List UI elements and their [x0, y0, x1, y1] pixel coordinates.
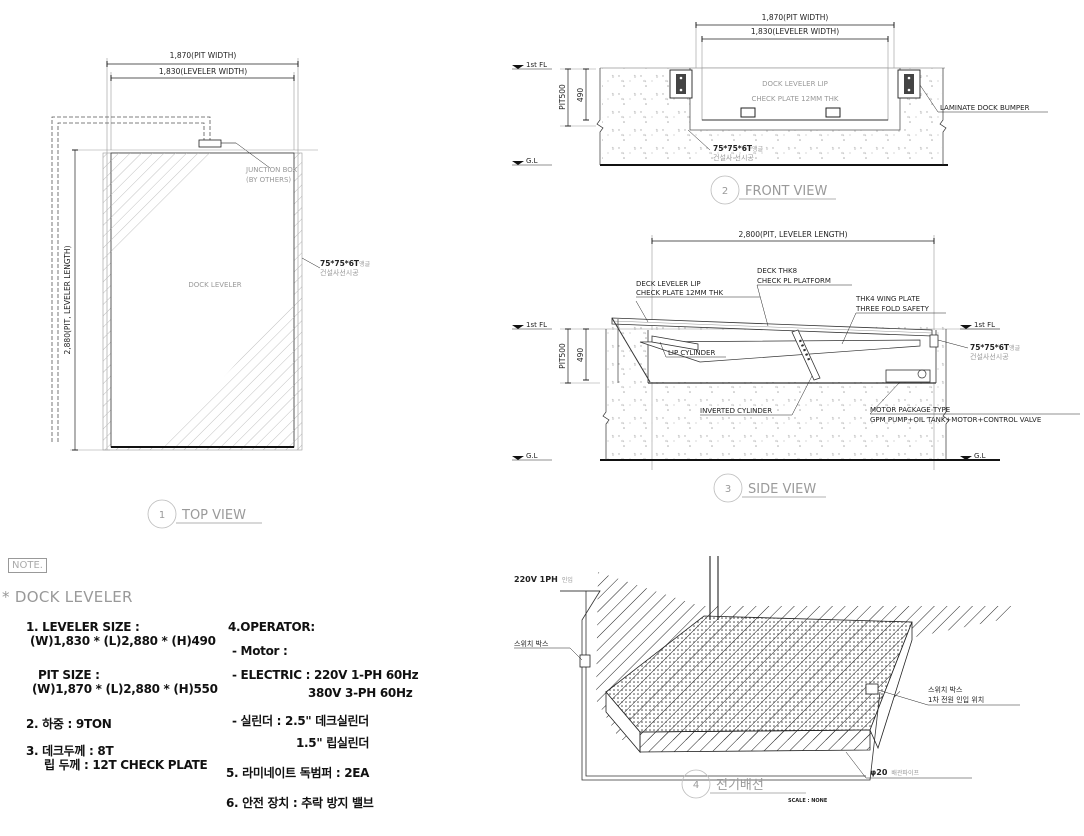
front-lip-label-1: DOCK LEVELER LIP — [762, 80, 828, 88]
top-dim-length: 2,880(PIT, LEVELER LENGTH) — [63, 245, 72, 354]
note-pit-size: PIT SIZE : (W)1,870 * (L)2,880 * (H)550 — [32, 668, 218, 696]
side-view-number: 3 — [725, 484, 731, 495]
top-view-number: 1 — [159, 510, 165, 521]
side-view-title: SIDE VIEW — [748, 482, 816, 497]
side-deck-label-2: CHECK PL PLATFORM — [757, 277, 831, 285]
side-pit-dim: PIT500 — [558, 343, 567, 369]
side-motor-package — [885, 369, 931, 383]
electric-switch-box-label: 스위치 박스 — [514, 639, 549, 648]
electric-scale-label: SCALE : NONE — [788, 798, 828, 804]
side-dim-length: 2,800(PIT, LEVELER LENGTH) — [739, 230, 848, 239]
side-gl-left: G.L — [526, 452, 538, 460]
switch-box-left — [579, 654, 591, 668]
note-item-4-cylinder: - 실린더 : 2.5" 데크실린더 1.5" 립실린더 — [232, 714, 370, 750]
front-490-dim: 490 — [576, 88, 585, 103]
side-1st-fl-right: 1st FL — [974, 321, 995, 329]
note-item-4-electric: - ELECTRIC : 220V 1-PH 60Hz 380V 3-PH 60… — [232, 668, 419, 700]
note-label: NOTE. — [8, 558, 47, 573]
front-gl: G.L — [526, 157, 538, 165]
side-inverted-cylinder-label: INVERTED CYLINDER — [700, 407, 772, 415]
side-1st-fl-left: 1st FL — [526, 321, 547, 329]
front-lip-plate — [701, 67, 889, 121]
electric-view-number: 4 — [693, 780, 699, 791]
side-motor-label-1: MOTOR PACKAGE TYPE — [870, 406, 950, 414]
side-motor-label-2: GPM PUMP+OIL TANK+MOTOR+CONTROL VALVE — [870, 416, 1041, 424]
electric-switch-box2-label-2: 1차 전원 인입 위치 — [928, 695, 984, 704]
junction-box — [198, 139, 222, 148]
front-bumper-label: LAMINATE DOCK BUMPER — [940, 104, 1030, 112]
front-lip-label-2: CHECK PLATE 12MM THK — [751, 95, 838, 103]
side-angle-note: 건설사선시공 — [970, 352, 1009, 361]
front-angle-note: 건설사 선시공 — [713, 153, 754, 162]
top-view: 1,870(PIT WIDTH) 1,830(LEVELER WIDTH) DO… — [51, 51, 371, 529]
front-pit-dim: PIT500 — [558, 84, 567, 110]
notes-heading: * DOCK LEVELER — [2, 588, 133, 606]
front-view-number: 2 — [722, 186, 728, 197]
electric-switch-box2-label-1: 스위치 박스 — [928, 685, 963, 694]
junction-box-label-2: (BY OTHERS) — [246, 176, 291, 184]
note-item-6: 6. 안전 장치 : 추락 방지 밸브 — [226, 796, 374, 810]
front-view-title: FRONT VIEW — [745, 184, 827, 199]
switch-box-right — [865, 683, 879, 695]
side-gl-right: G.L — [974, 452, 986, 460]
electric-view-title: 전기배선 — [716, 778, 764, 793]
front-dim-pit-width: 1,870(PIT WIDTH) — [762, 13, 829, 22]
top-view-title: TOP VIEW — [181, 508, 246, 523]
note-item-5: 5. 라미네이트 독범퍼 : 2EA — [226, 766, 370, 780]
top-dim-leveler-width: 1,830(LEVELER WIDTH) — [159, 67, 247, 76]
front-view: 1,870(PIT WIDTH) 1,830(LEVELER WIDTH) DO… — [512, 13, 1048, 205]
side-lip-cylinder — [651, 335, 699, 351]
side-angle-label: 75*75*6T앵글 — [970, 343, 1021, 352]
front-dim-leveler-width: 1,830(LEVELER WIDTH) — [751, 27, 839, 36]
note-item-1: 1. LEVELER SIZE : (W)1,830 * (L)2,880 * … — [26, 620, 216, 648]
note-item-2: 2. 하중 : 9TON — [26, 717, 112, 731]
side-deck-label-1: DECK THK8 — [757, 267, 797, 275]
front-bumper-left — [669, 69, 693, 99]
side-lip-label-1: DECK LEVELER LIP — [636, 280, 701, 288]
side-wing-label-2: THREE FOLD SAFETY — [855, 305, 930, 313]
front-bumper-right — [897, 69, 921, 99]
front-1st-fl: 1st FL — [526, 61, 547, 69]
side-490-dim: 490 — [576, 348, 585, 363]
top-dock-leveler-label: DOCK LEVELER — [188, 281, 241, 289]
note-item-3: 3. 데크두께 : 8T 립 두께 : 12T CHECK PLATE — [26, 744, 208, 772]
junction-box-label-1: JUNCTION BOX — [245, 166, 297, 174]
side-lip-cylinder-label: LIP CYLINDER — [668, 349, 715, 357]
side-wing-plate — [639, 339, 921, 363]
note-item-4-motor: - Motor : — [232, 644, 288, 658]
side-lip-label-2: CHECK PLATE 12MM THK — [636, 289, 723, 297]
top-angle-label: 75*75*6T앵글 — [320, 259, 371, 268]
top-dim-pit-width: 1,870(PIT WIDTH) — [170, 51, 237, 60]
front-angle-label: 75*75*6T앵글 — [713, 144, 764, 153]
top-angle-note: 건설사선시공 — [320, 268, 359, 277]
note-item-4-title: 4.OPERATOR: — [228, 620, 315, 634]
side-view: 2,800(PIT, LEVELER LENGTH) DECK LEVELER … — [512, 230, 1080, 503]
side-wing-label-1: THK4 WING PLATE — [855, 295, 920, 303]
